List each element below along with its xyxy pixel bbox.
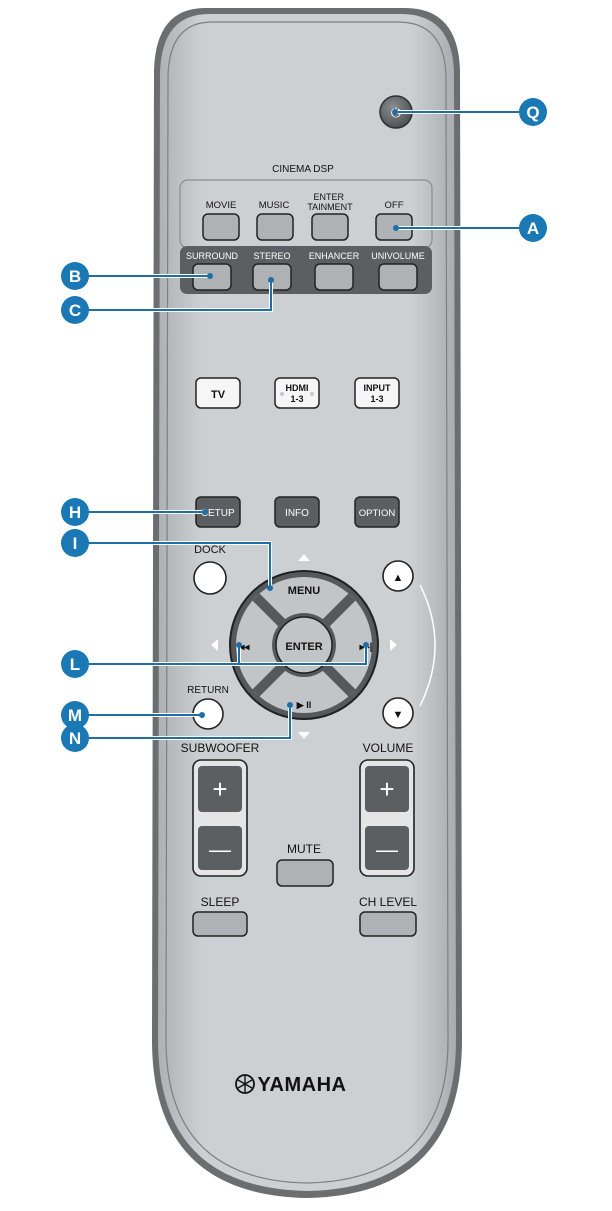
tv-button[interactable]: TV xyxy=(195,377,241,409)
input-button[interactable]: INPUT 1-3 xyxy=(354,377,400,409)
skip-back-button[interactable]: |◂◂ xyxy=(237,642,251,653)
dock-label: DOCK xyxy=(194,544,226,556)
callout-m: M xyxy=(61,701,89,729)
volume-plus-button[interactable] xyxy=(365,766,409,812)
svg-text:N: N xyxy=(69,729,81,748)
svg-text:▼: ▼ xyxy=(393,709,404,721)
callout-h: H xyxy=(61,498,89,526)
mute-label: MUTE xyxy=(287,842,321,856)
enhancer-label: ENHANCER xyxy=(309,251,360,261)
dsp-music-label: MUSIC xyxy=(259,200,290,211)
svg-text:INFO: INFO xyxy=(285,508,309,519)
hdmi-label: HDMI xyxy=(286,383,309,393)
down-arrow-icon xyxy=(298,732,310,739)
option-button[interactable]: OPTION xyxy=(354,496,400,528)
svg-text:A: A xyxy=(527,219,539,238)
movie-button[interactable] xyxy=(202,213,240,241)
subwoofer-label: SUBWOOFER xyxy=(181,741,260,755)
ch-level-button[interactable] xyxy=(359,911,417,937)
cinema-dsp-label: CINEMA DSP xyxy=(272,164,334,175)
svg-text:C: C xyxy=(69,301,81,320)
svg-text:Q: Q xyxy=(526,103,539,122)
callout-l: L xyxy=(61,650,89,678)
sleep-button[interactable] xyxy=(192,911,248,937)
enter-button[interactable]: ENTER xyxy=(275,616,333,674)
input-range-label: 1-3 xyxy=(370,394,383,404)
input-label: INPUT xyxy=(364,383,392,393)
yamaha-logo: YAMAHA xyxy=(235,1074,347,1096)
volume-label: VOLUME xyxy=(363,741,414,755)
callout-c: C xyxy=(61,296,89,324)
hdmi-button[interactable]: HDMI 1-3 xyxy=(274,377,320,409)
univolume-label: UNIVOLUME xyxy=(371,251,425,261)
play-pause-button[interactable]: ▶ II xyxy=(296,700,311,710)
setup-button[interactable]: SETUP xyxy=(195,496,241,528)
callout-a: A xyxy=(519,214,547,242)
volume-up-round-button[interactable]: ▲ xyxy=(382,560,414,592)
dsp-off-label: OFF xyxy=(385,200,404,211)
callout-i: I xyxy=(61,529,89,557)
nav-cluster: ENTER MENU |◂◂ ▸▸| ▶ II xyxy=(229,570,379,720)
return-label: RETURN xyxy=(187,685,229,696)
subwoofer-plus-button[interactable] xyxy=(198,766,242,812)
tuning-fork-icon xyxy=(235,1074,255,1094)
right-arrow-icon xyxy=(390,639,397,651)
subwoofer-rocker: + — xyxy=(192,759,248,877)
svg-text:ENTER: ENTER xyxy=(285,641,322,653)
dsp-entertainment-label: ENTER TAINMENT xyxy=(307,192,353,212)
svg-text:+: + xyxy=(212,774,227,804)
dock-button[interactable] xyxy=(193,561,227,595)
mute-button[interactable] xyxy=(276,859,334,887)
sleep-label: SLEEP xyxy=(201,895,240,909)
ch-level-label: CH LEVEL xyxy=(359,895,417,909)
svg-text:I: I xyxy=(73,534,78,553)
svg-text:+: + xyxy=(379,774,394,804)
up-arrow-icon xyxy=(298,554,310,561)
subwoofer-minus-button[interactable] xyxy=(198,826,242,870)
left-arrow-icon xyxy=(211,639,218,651)
svg-text:TV: TV xyxy=(211,389,226,401)
brand-name: YAMAHA xyxy=(258,1074,347,1096)
svg-text:L: L xyxy=(70,655,80,674)
volume-minus-button[interactable] xyxy=(365,826,409,870)
svg-text:M: M xyxy=(68,706,82,725)
music-button[interactable] xyxy=(256,213,294,241)
volume-rocker: + — xyxy=(359,759,415,877)
menu-button[interactable]: MENU xyxy=(288,585,320,597)
volume-down-round-button[interactable]: ▼ xyxy=(382,697,414,729)
info-button[interactable]: INFO xyxy=(274,496,320,528)
hdmi-range-label: 1-3 xyxy=(290,394,303,404)
svg-text:OPTION: OPTION xyxy=(359,508,396,519)
univolume-button[interactable] xyxy=(378,263,418,291)
svg-text:▲: ▲ xyxy=(393,572,404,584)
svg-text:—: — xyxy=(376,837,398,862)
svg-text:SETUP: SETUP xyxy=(201,508,235,519)
svg-text:—: — xyxy=(209,837,231,862)
dsp-movie-label: MOVIE xyxy=(206,200,237,211)
svg-text:B: B xyxy=(69,267,81,286)
callout-q: Q xyxy=(519,98,547,126)
stereo-label: STEREO xyxy=(253,251,290,261)
entertainment-button[interactable] xyxy=(311,213,349,241)
callout-n: N xyxy=(61,724,89,752)
surround-label: SURROUND xyxy=(186,251,239,261)
svg-text:H: H xyxy=(69,503,81,522)
callout-b: B xyxy=(61,262,89,290)
enhancer-button[interactable] xyxy=(314,263,354,291)
